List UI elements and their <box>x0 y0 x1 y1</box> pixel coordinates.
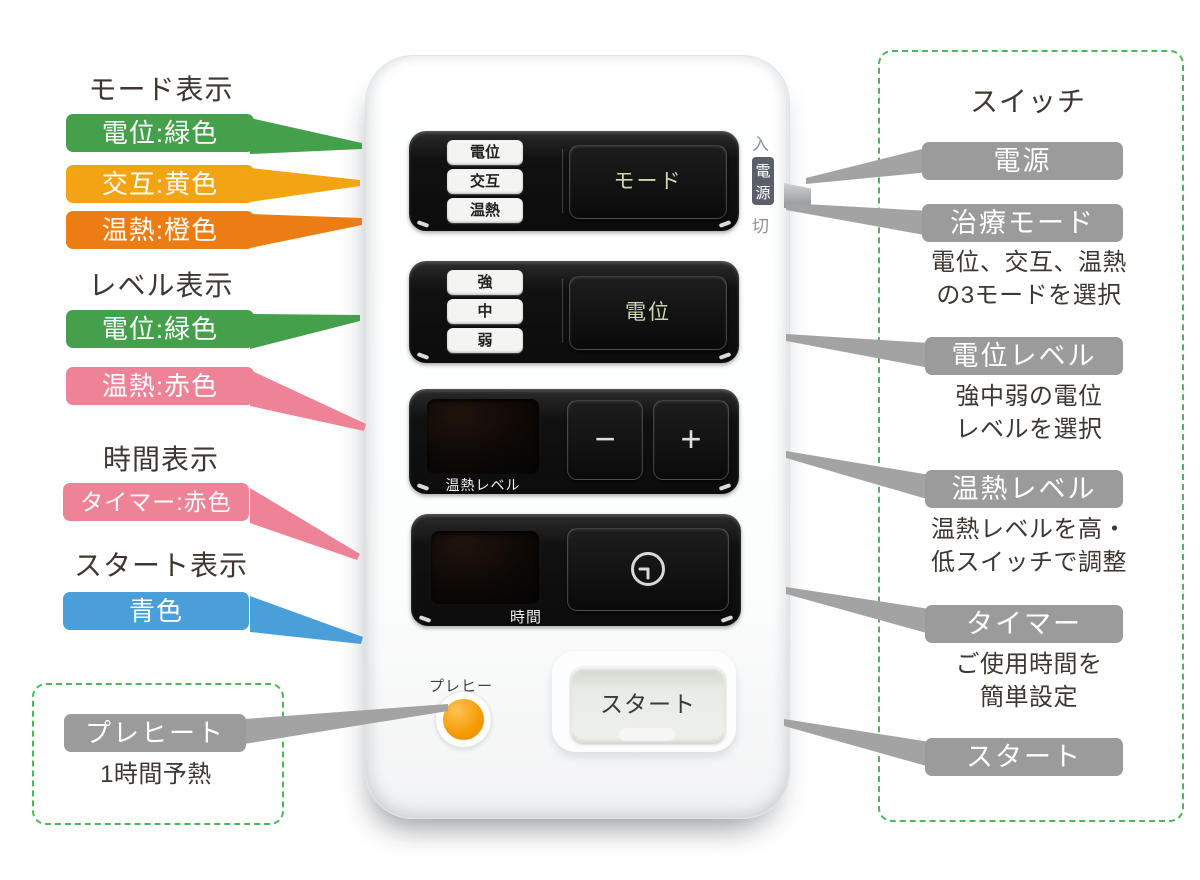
time-display-heading: 時間表示 <box>102 444 219 475</box>
mode-potential-green-tag: 電位:緑色 <box>66 114 254 152</box>
preheat-description: 1時間予熱 <box>100 761 212 788</box>
mode-indicator-heat: 温熱 <box>447 198 523 223</box>
mode-alternate-yellow-tag: 交互:黄色 <box>66 165 254 203</box>
potential-level-panel: 強 中 弱 電位 <box>409 261 739 363</box>
time-panel: 時間 <box>411 514 741 626</box>
switch-heading: スイッチ <box>969 86 1086 117</box>
preheat-button[interactable] <box>443 699 484 740</box>
heat-level-display-label: 温熱レベル <box>445 477 521 493</box>
mode-heat-orange-tag: 温熱:橙色 <box>66 211 254 249</box>
mode-indicator-alternate: 交互 <box>447 169 523 194</box>
pointer-mode-alternate <box>250 168 360 202</box>
heat-level-panel: 温熱レベル − + <box>409 389 739 494</box>
pointer-mode-heat <box>250 214 362 248</box>
start-button-label: スタート <box>600 691 696 717</box>
power-on-label: 入 <box>752 135 769 154</box>
level-indicator-weak: 弱 <box>447 328 523 353</box>
mode-panel: 電位 交互 温熱 モード <box>409 131 739 231</box>
start-tag: スタート <box>925 738 1123 776</box>
level-indicator-medium: 中 <box>447 299 523 324</box>
mode-indicator-potential: 電位 <box>447 140 523 165</box>
potential-level-tag: 電位レベル <box>925 337 1123 375</box>
level-indicator-strong: 強 <box>447 270 523 295</box>
level-display-heading: レベル表示 <box>88 270 234 301</box>
preheat-callout-box <box>32 683 284 825</box>
heat-level-display <box>427 399 539 475</box>
pointer-level-heat <box>250 370 366 431</box>
potential-button[interactable]: 電位 <box>569 276 727 350</box>
timer-button[interactable] <box>567 528 729 611</box>
switch-callout-box <box>878 50 1184 822</box>
treat-mode-description: 電位、交互、温熱 の3モードを選択 <box>931 249 1127 309</box>
clock-icon <box>631 552 665 586</box>
control-panel-device: 入 電源 切 電位 交互 温熱 モード 強 中 弱 電位 温熱レベル − + <box>365 55 811 819</box>
panel-divider <box>562 149 563 213</box>
heat-plus-button[interactable]: + <box>653 400 729 480</box>
start-button-notch <box>619 728 675 741</box>
pointer-timer-display <box>250 488 360 560</box>
panel-divider <box>562 279 563 343</box>
heat-minus-button[interactable]: − <box>567 400 643 480</box>
start-blue-tag: 青色 <box>63 592 249 630</box>
power-tag: 電源 <box>922 142 1123 180</box>
pointer-level-potential <box>250 314 360 349</box>
heat-level-tag: 温熱レベル <box>925 470 1123 508</box>
timer-tag: タイマー <box>925 605 1123 643</box>
level-potential-green-tag: 電位:緑色 <box>66 310 254 348</box>
time-display-label: 時間 <box>509 609 542 626</box>
level-heat-red-tag: 温熱:赤色 <box>66 367 254 405</box>
pointer-start-display <box>250 596 363 644</box>
preheat-tag: プレヒート <box>64 714 246 752</box>
mode-display-heading: モード表示 <box>88 74 234 105</box>
timer-description: ご使用時間を 簡単設定 <box>955 651 1103 711</box>
heat-level-description: 温熱レベルを高・ 低スイッチで調整 <box>931 516 1127 576</box>
pointer-mode-potential <box>250 118 362 154</box>
treat-mode-tag: 治療モード <box>922 204 1123 242</box>
power-switch[interactable] <box>784 183 811 208</box>
power-badge: 電源 <box>752 157 774 205</box>
timer-red-tag: タイマー:赤色 <box>63 483 249 521</box>
start-button[interactable]: スタート <box>571 667 725 743</box>
time-display <box>431 531 539 605</box>
start-display-heading: スタート表示 <box>73 550 248 581</box>
power-off-label: 切 <box>752 217 769 236</box>
potential-level-description: 強中弱の電位 レベルを選択 <box>955 383 1103 443</box>
mode-button[interactable]: モード <box>569 145 727 219</box>
